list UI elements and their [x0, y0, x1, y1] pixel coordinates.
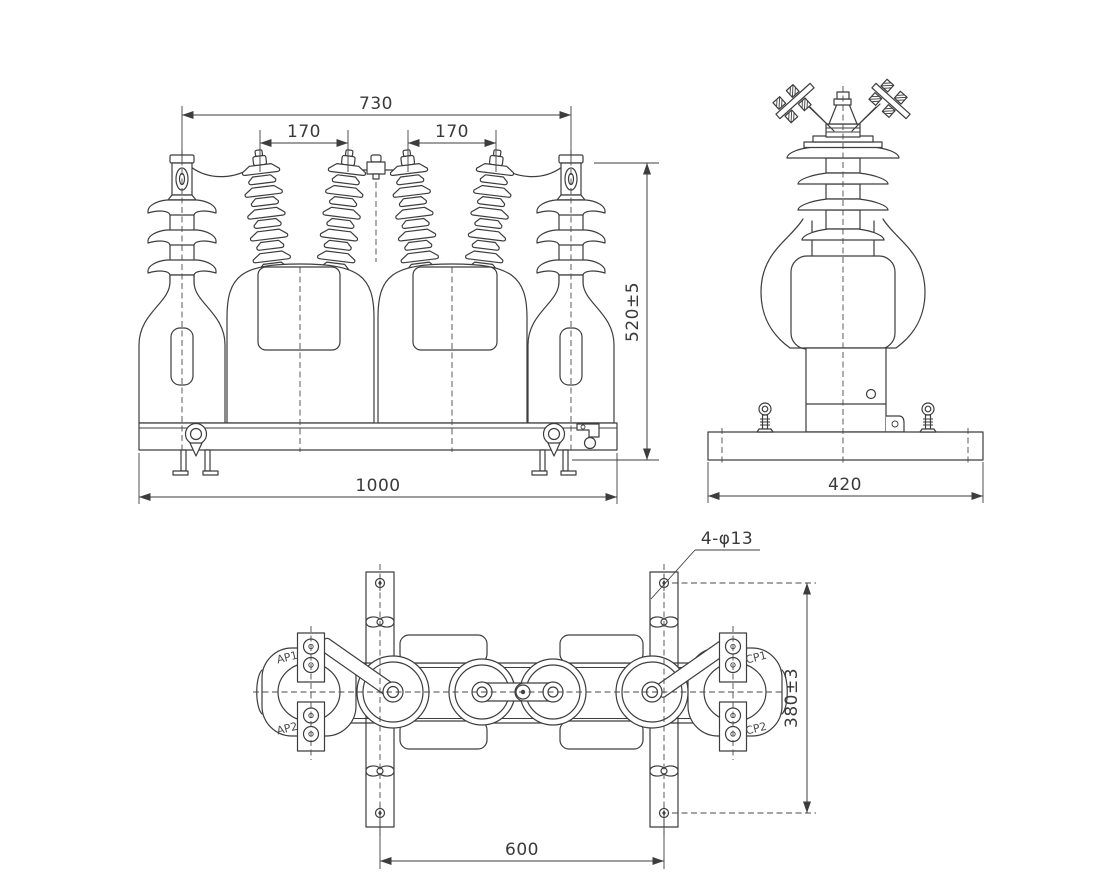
- side-view: 420: [708, 76, 983, 503]
- eye-bolt-right: [919, 402, 937, 433]
- dim-1000-label: 1000: [355, 476, 400, 496]
- tank-top: [560, 635, 643, 663]
- terminal-label-ap1: AP1: [275, 649, 299, 667]
- dim-holes-label: 4-φ13: [701, 529, 753, 549]
- terminal-label-cp2: CP2: [744, 720, 768, 738]
- connector-clamp-right: [865, 76, 917, 127]
- terminal-label-cp1: CP1: [744, 649, 768, 667]
- center-terminal: [367, 155, 385, 179]
- dimension-170-left: 170: [260, 122, 348, 172]
- dim-730-label: 730: [359, 94, 393, 114]
- side-base-plate: [708, 428, 983, 464]
- dim-170-right-label: 170: [435, 122, 469, 142]
- dimension-170-right: 170: [408, 122, 496, 172]
- dim-380-label: 380±3: [782, 668, 802, 728]
- side-pedestal: [806, 348, 904, 432]
- lifting-eye-right: [542, 422, 566, 457]
- dim-600-label: 600: [505, 840, 539, 860]
- dimension-730: 730: [182, 94, 571, 160]
- dimension-520: 520±5: [572, 163, 659, 460]
- tank-top: [400, 635, 487, 663]
- transformer-body-right: [378, 264, 527, 423]
- connector-clamp-left: [769, 76, 821, 127]
- plan-view: AP1 AP2 CP1 CP2 4-φ13 380±3 600: [253, 529, 816, 869]
- dimension-380: 380±3: [672, 583, 816, 813]
- dim-170-left-label: 170: [287, 122, 321, 142]
- dim-520-label: 520±5: [623, 282, 643, 342]
- tank-top: [400, 721, 487, 749]
- terminal-label-ap2: AP2: [275, 720, 299, 738]
- base-channel: [139, 423, 617, 450]
- dim-420-label: 420: [828, 475, 862, 495]
- dimension-1000: 1000: [139, 453, 617, 504]
- transformer-body-left: [227, 264, 374, 423]
- foot-right: [532, 450, 576, 475]
- dimension-600: 600: [380, 820, 664, 869]
- ground-terminal: [577, 424, 599, 449]
- tank-top: [560, 721, 643, 749]
- callout-mount-holes: 4-φ13: [651, 529, 760, 599]
- eye-bolt-left: [756, 402, 774, 433]
- dimension-420: 420: [708, 462, 983, 503]
- front-view: 730 170 170 520±5 1000: [138, 94, 659, 504]
- foot-left: [173, 450, 218, 475]
- lifting-eye-left: [184, 422, 208, 457]
